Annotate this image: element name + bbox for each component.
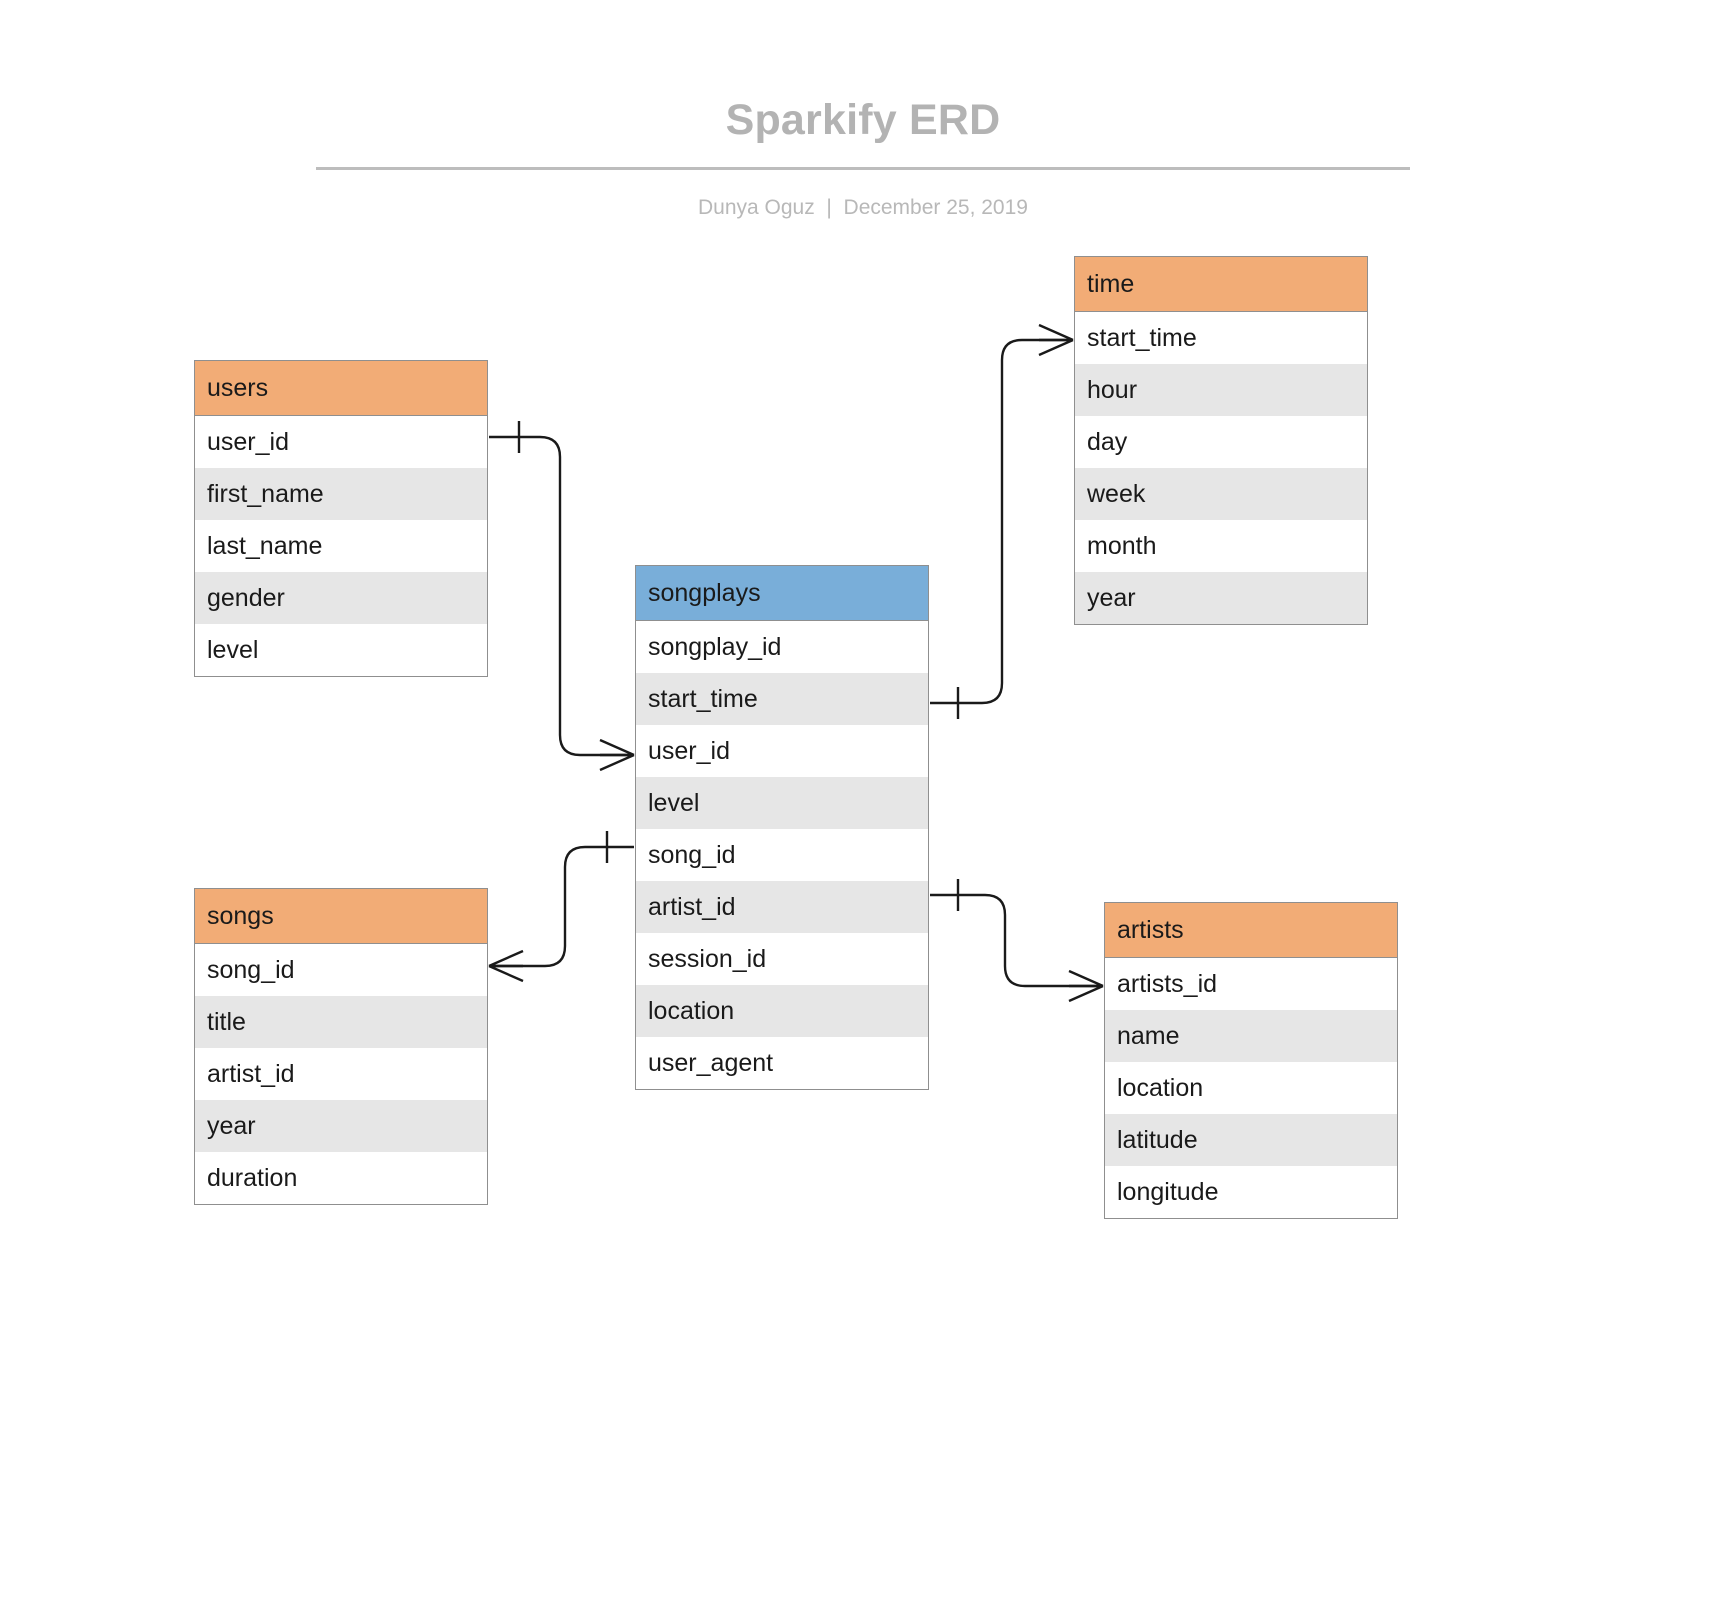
entity-songs[interactable]: songs song_id title artist_id year durat… <box>194 888 488 1205</box>
attribute-row: title <box>195 996 487 1048</box>
attribute-row: song_id <box>636 829 928 881</box>
attribute-row: user_id <box>636 725 928 777</box>
entity-songplays[interactable]: songplays songplay_id start_time user_id… <box>635 565 929 1090</box>
attribute-row: user_agent <box>636 1037 928 1089</box>
attribute-row: artists_id <box>1105 958 1397 1010</box>
attribute-row: longitude <box>1105 1166 1397 1218</box>
entity-title-artists: artists <box>1105 903 1397 958</box>
attribute-row: last_name <box>195 520 487 572</box>
cardinality-many-crowsfoot-artists <box>1068 969 1104 1003</box>
entity-title-time: time <box>1075 257 1367 312</box>
cardinality-many-crowsfoot-songplays-user-id <box>599 738 635 772</box>
entity-time[interactable]: time start_time hour day week month year <box>1074 256 1368 625</box>
connector-line-songs-songplays <box>489 845 634 968</box>
attribute-row: latitude <box>1105 1114 1397 1166</box>
attribute-row: level <box>636 777 928 829</box>
attribute-row: song_id <box>195 944 487 996</box>
attribute-row: week <box>1075 468 1367 520</box>
attribute-row: day <box>1075 416 1367 468</box>
attribute-row: hour <box>1075 364 1367 416</box>
attribute-row: year <box>195 1100 487 1152</box>
connector-line-songplays-artists <box>930 893 1103 988</box>
entity-artists[interactable]: artists artists_id name location latitud… <box>1104 902 1398 1219</box>
attribute-row: start_time <box>1075 312 1367 364</box>
cardinality-many-crowsfoot-time <box>1038 323 1074 357</box>
attribute-row: artist_id <box>636 881 928 933</box>
attribute-row: year <box>1075 572 1367 624</box>
attribute-row: songplay_id <box>636 621 928 673</box>
relationship-songs-songplays <box>488 831 634 983</box>
entity-users[interactable]: users user_id first_name last_name gende… <box>194 360 488 677</box>
attribute-row: start_time <box>636 673 928 725</box>
byline: Dunya Oguz | December 25, 2019 <box>698 196 1028 219</box>
attribute-row: location <box>1105 1062 1397 1114</box>
entity-title-songplays: songplays <box>636 566 928 621</box>
attribute-row: month <box>1075 520 1367 572</box>
connector-line-users-songplays <box>489 435 634 757</box>
attribute-row: user_id <box>195 416 487 468</box>
connector-line-songplays-time <box>930 338 1073 705</box>
entity-title-songs: songs <box>195 889 487 944</box>
attribute-row: first_name <box>195 468 487 520</box>
attribute-row: artist_id <box>195 1048 487 1100</box>
attribute-row: duration <box>195 1152 487 1204</box>
attribute-row: location <box>636 985 928 1037</box>
attribute-row: name <box>1105 1010 1397 1062</box>
attribute-row: session_id <box>636 933 928 985</box>
cardinality-many-crowsfoot-songs <box>488 949 524 983</box>
attribute-row: gender <box>195 572 487 624</box>
entity-title-users: users <box>195 361 487 416</box>
page-title: Sparkify ERD <box>725 96 1001 144</box>
relationship-songplays-artists <box>930 879 1104 1003</box>
attribute-row: level <box>195 624 487 676</box>
title-divider <box>316 167 1410 170</box>
page-header: Sparkify ERD Dunya Oguz | December 25, 2… <box>0 0 1726 220</box>
relationship-users-songplays <box>489 421 635 772</box>
relationship-songplays-time <box>930 323 1074 719</box>
